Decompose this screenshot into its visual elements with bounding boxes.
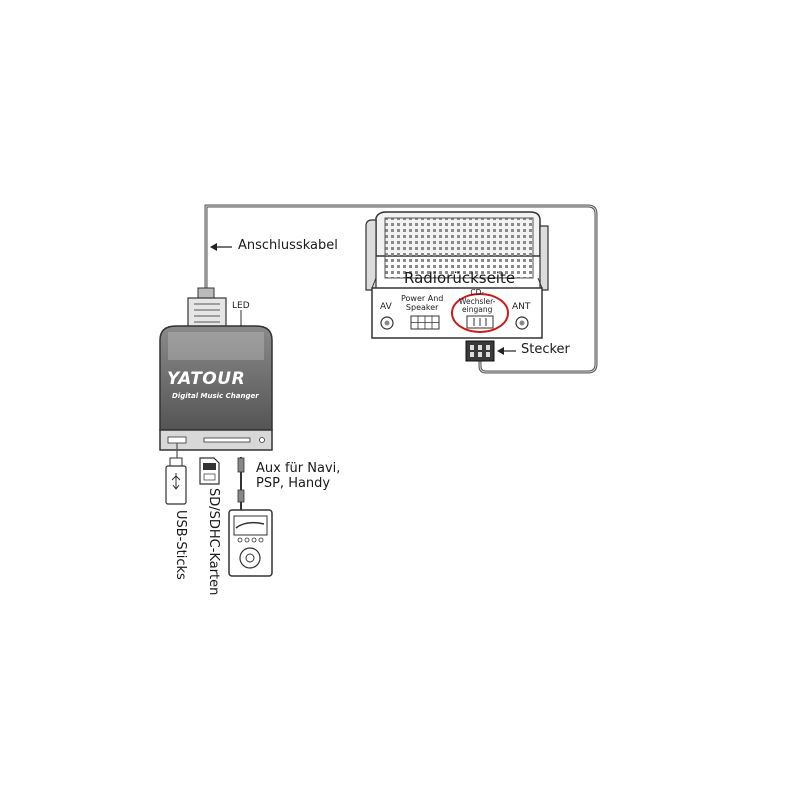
led-label: LED [232,301,250,311]
yatour-device [159,325,273,451]
device-subtitle: Digital Music Changer [172,392,259,400]
connector-label: Stecker [521,342,570,357]
mp3-player-icon [228,509,273,577]
sd-card-icon [199,457,220,485]
av-label: AV [380,302,392,312]
power-speaker-port [410,315,440,330]
ant-port [515,316,529,330]
sd-label: SD/SDHC-Karten [206,488,221,596]
cd-changer-port [466,315,494,329]
radio-unit [365,211,549,339]
usb-stick-icon [165,457,187,505]
cable-label: Anschlusskabel [238,238,338,253]
device-connector [187,287,227,329]
aux-label: Aux für Navi, PSP, Handy [256,461,341,491]
connector-plug [465,340,495,362]
av-port [380,316,394,330]
power-speaker-label: Power And Speaker [401,294,444,313]
usb-label: USB-Sticks [173,510,188,580]
cd-changer-label: CD- Wechsler- eingang [459,288,496,315]
radio-back-label: Radiorückseite [404,269,516,287]
ant-label: ANT [512,302,531,312]
device-brand: YATOUR [167,369,246,389]
cd-changer-highlight [451,293,509,333]
